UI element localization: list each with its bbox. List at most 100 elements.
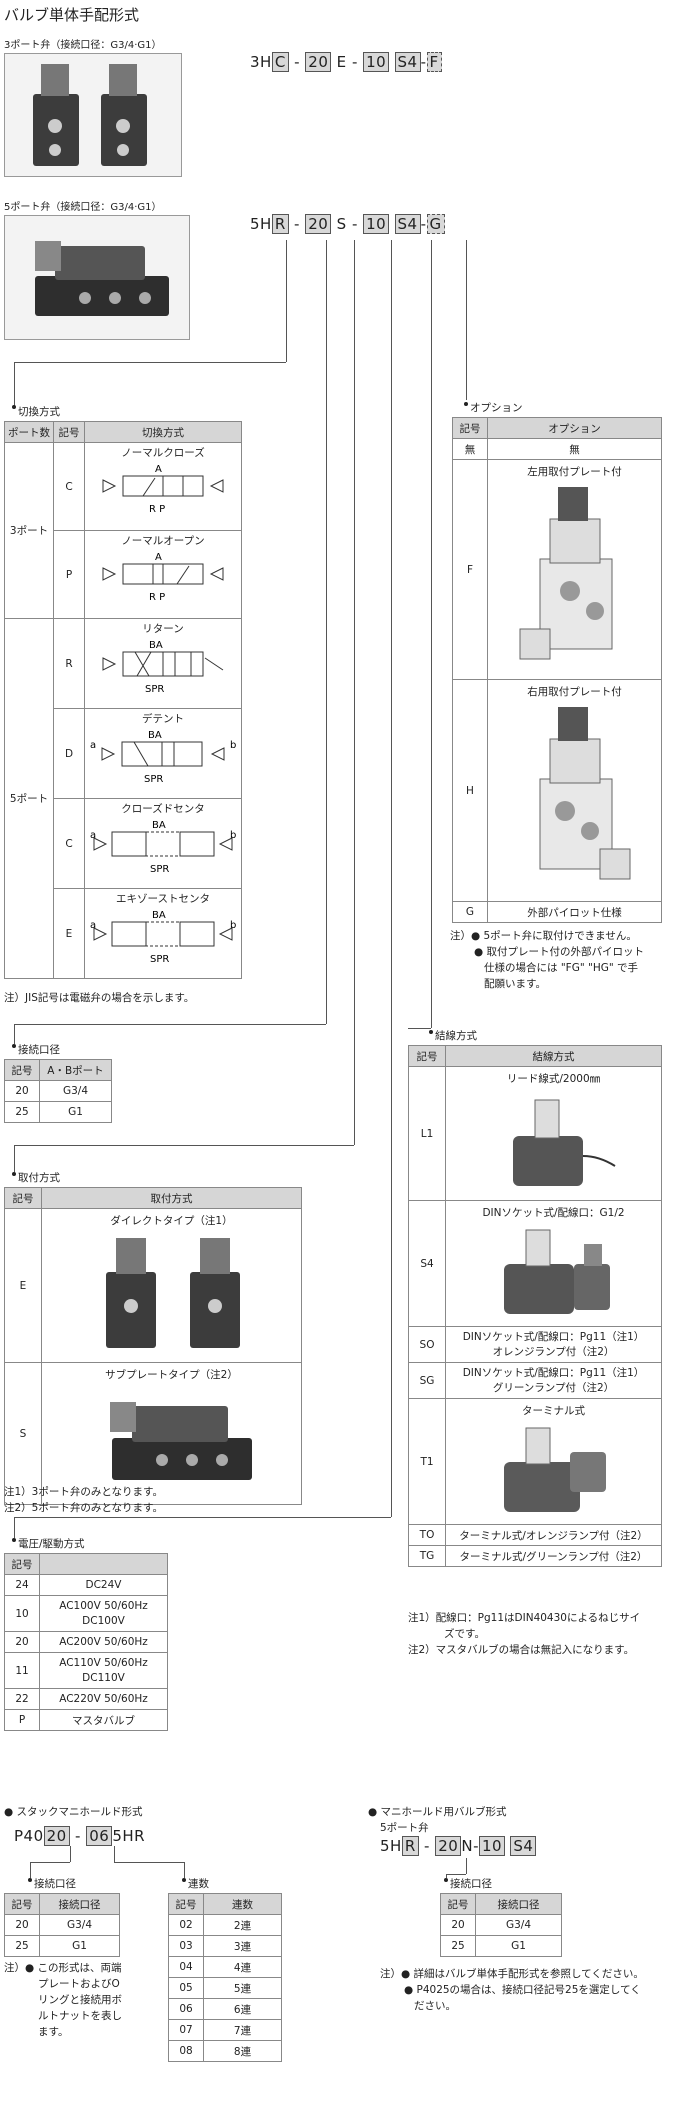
col-header xyxy=(39,1553,168,1575)
row-value: G1 xyxy=(39,1101,112,1123)
row-code: 03 xyxy=(168,1935,204,1957)
row-code: C xyxy=(53,442,85,531)
port-top: A xyxy=(155,552,162,563)
note-line: 注）● 詳細はバルブ単体手配形式を参照してください。 xyxy=(380,1968,644,1980)
col-header: 切換方式 xyxy=(84,421,242,443)
col-header: ポート数 xyxy=(4,421,54,443)
code-voltage: 10 xyxy=(363,52,390,72)
row-code: F xyxy=(452,459,488,680)
row-value: G3/4 xyxy=(475,1914,562,1936)
code-size: 20 xyxy=(305,214,332,234)
col-header: 記号 xyxy=(4,1553,40,1575)
row-value: G1 xyxy=(39,1935,120,1957)
wiring-name: グリーンランプ付（注2） xyxy=(492,1381,615,1394)
page-title: バルブ単体手配形式 xyxy=(4,6,140,24)
valve-symbol-icon: a b BA SPR xyxy=(90,730,236,785)
code-size: 20 xyxy=(305,52,332,72)
manifold-sub: 5ポート弁 xyxy=(380,1822,429,1834)
code-size: 20 xyxy=(435,1836,462,1856)
stack-title: ● スタックマニホールド形式 xyxy=(4,1806,143,1818)
solenoid-a: a xyxy=(90,920,96,931)
coil-terminal-image xyxy=(503,1427,606,1512)
value-line: DC110V xyxy=(82,1671,125,1684)
valve-symbol-icon: BA SPR xyxy=(102,640,224,695)
code-dash: - xyxy=(294,215,300,233)
row-value: 6連 xyxy=(203,1998,282,2020)
wiring-name: オレンジランプ付（注2） xyxy=(492,1345,615,1358)
note-line: ルトナットを表し xyxy=(38,2010,122,2022)
valve-image xyxy=(35,241,169,316)
wiring-cell: リード線式/2000㎜ xyxy=(445,1066,662,1201)
connector-line xyxy=(14,1024,326,1025)
row-code: 25 xyxy=(4,1935,40,1957)
code-mounting: N- xyxy=(461,1837,479,1855)
row-code: T1 xyxy=(408,1398,446,1525)
symbol-cell: デテント a b BA SPR xyxy=(84,708,242,799)
port3-caption: 3ポート弁（接続口径：G3/4·G1） xyxy=(4,40,162,51)
row-code: P xyxy=(4,1709,40,1731)
row-code: P xyxy=(53,530,85,619)
switch-name: デテント xyxy=(142,713,184,725)
switch-name: ノーマルクローズ xyxy=(121,447,205,459)
symbol-cell: クローズドセンタ a b BA SPR xyxy=(84,798,242,889)
code-prefix: P40 xyxy=(14,1827,44,1845)
subplate-valve-image xyxy=(109,1402,252,1480)
port-top: BA xyxy=(148,730,162,741)
row-code: E xyxy=(4,1208,42,1363)
row-code: 02 xyxy=(168,1914,204,1936)
row-code: E xyxy=(53,888,85,979)
port-bottom: R P xyxy=(149,504,165,515)
row-code: S xyxy=(4,1362,42,1505)
connector-line xyxy=(14,1517,15,1538)
row-code: 20 xyxy=(4,1080,40,1102)
mounting-cell: サブプレートタイプ（注2） xyxy=(41,1362,302,1505)
row-code: R xyxy=(53,618,85,709)
connector-line xyxy=(14,1145,15,1172)
switch-name: クローズドセンタ xyxy=(121,803,205,815)
port5-valve-photo xyxy=(4,215,190,340)
note-line: 注2）マスタバルブの場合は無記入になります。 xyxy=(408,1644,635,1656)
row-code: D xyxy=(53,708,85,799)
wiring-name: リード線式/2000㎜ xyxy=(506,1073,601,1085)
code-dash: - xyxy=(294,53,301,71)
row-code: 無 xyxy=(452,438,488,460)
connector-line xyxy=(466,240,467,400)
row-value: G1 xyxy=(475,1935,562,1957)
row-value: マスタバルブ xyxy=(39,1709,168,1731)
col-header: 記号 xyxy=(168,1893,204,1915)
solenoid-a: a xyxy=(90,830,96,841)
wiring-name: DINソケット式/配線口：G1/2 xyxy=(482,1207,625,1219)
solenoid-a: a xyxy=(90,740,96,751)
code-voltage: 10 xyxy=(478,1836,506,1856)
symbol-cell: エキゾーストセンタ a b BA SPR xyxy=(84,888,242,979)
code-switching: R xyxy=(271,214,289,234)
row-value: 8連 xyxy=(203,2040,282,2062)
col-header: 連数 xyxy=(203,1893,282,1915)
wiring-cell: DINソケット式/配線口：Pg11（注1） オレンジランプ付（注2） xyxy=(445,1326,662,1363)
note-line: ● 取付プレート付の外部パイロット xyxy=(474,946,644,958)
wiring-name: ターミナル式/グリーンランプ付（注2） xyxy=(445,1545,662,1567)
row-value: 3連 xyxy=(203,1935,282,1957)
row-code: 25 xyxy=(440,1935,476,1957)
row-code: C xyxy=(53,798,85,889)
code-wiring: S4 xyxy=(510,1836,537,1856)
mounting-table: 記号取付方式 E ダイレクトタイプ（注1） S サブプレートタイプ（注2） xyxy=(4,1187,302,1505)
valve-symbol-icon: a b BA SPR xyxy=(90,820,236,875)
wiring-cell: ターミナル式 xyxy=(445,1398,662,1525)
option-name: 右用取付プレート付 xyxy=(527,686,622,698)
note-line: ださい。 xyxy=(414,2000,456,2012)
port-top: BA xyxy=(152,820,166,831)
port-bottom: SPR xyxy=(150,954,169,965)
row-code: S4 xyxy=(408,1200,446,1327)
note-line: 注1）配線口：Pg11はDIN40430によるねじサイ xyxy=(408,1612,641,1624)
manifold-note: 注）● 詳細はバルブ単体手配形式を参照してください。 ● P4025の場合は、接… xyxy=(380,1966,644,2014)
option-table: 記号 オプション 無無 F 左用取付プレート付 H 右用取付プレート付 xyxy=(452,417,662,923)
col-header: A・Bポート xyxy=(39,1059,112,1081)
row-code: 22 xyxy=(4,1688,40,1710)
mounting-note: 注1）3ポート弁のみとなります。 注2）5ポート弁のみとなります。 xyxy=(4,1484,163,1516)
connector-line xyxy=(354,240,355,1145)
option-cell: 右用取付プレート付 xyxy=(487,679,662,902)
